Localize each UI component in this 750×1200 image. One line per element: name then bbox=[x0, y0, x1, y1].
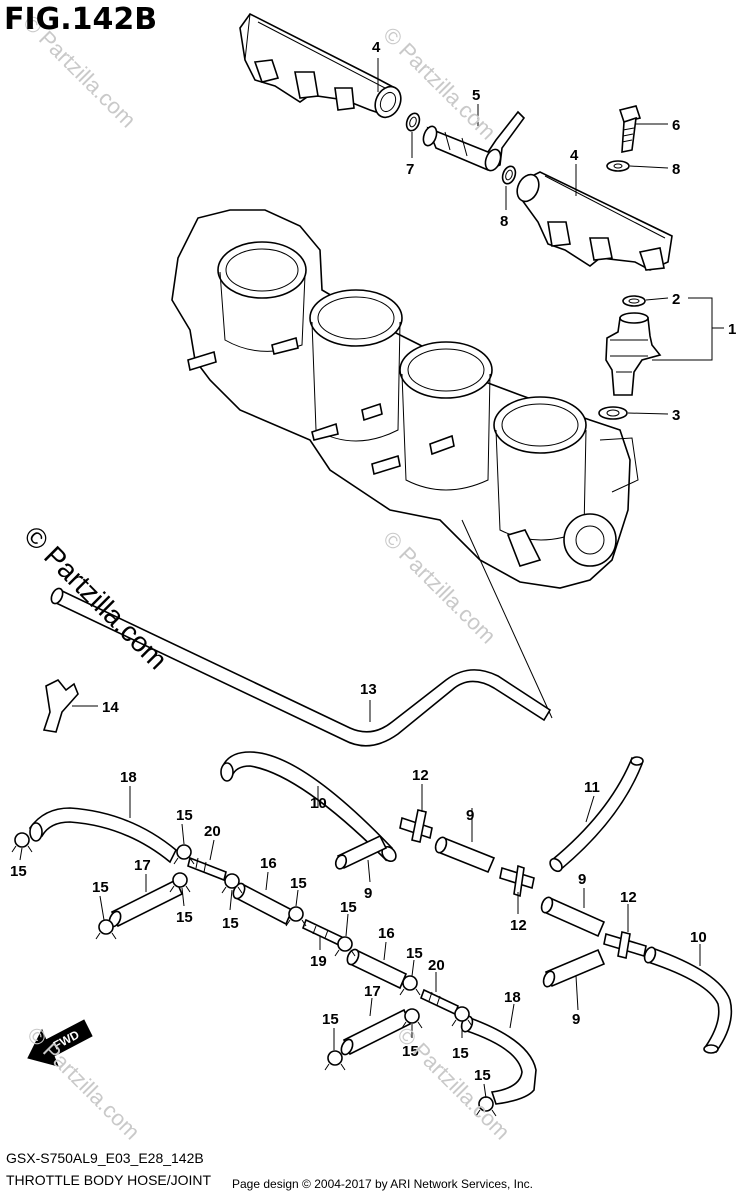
hose-17-a[interactable] bbox=[107, 878, 184, 928]
clamp-15-i[interactable] bbox=[401, 1008, 423, 1029]
callout-15: 15 bbox=[92, 879, 109, 896]
bolt[interactable] bbox=[618, 105, 642, 153]
hose-clip-14[interactable] bbox=[42, 678, 79, 733]
callout-3: 3 bbox=[672, 407, 680, 424]
clamp-15-j[interactable] bbox=[451, 1006, 473, 1027]
fuel-injector[interactable] bbox=[605, 312, 662, 396]
joint-12-c[interactable] bbox=[603, 931, 647, 959]
hose-10-right[interactable] bbox=[643, 946, 733, 1054]
callout-4: 4 bbox=[570, 147, 579, 164]
callout-17: 17 bbox=[364, 983, 381, 1000]
throttle-body-assembly[interactable] bbox=[171, 209, 639, 589]
callout-15: 15 bbox=[176, 807, 193, 824]
joint-20-b[interactable] bbox=[419, 988, 460, 1016]
clamp-15-f[interactable] bbox=[285, 906, 307, 927]
callout-13: 13 bbox=[360, 681, 377, 698]
callout-15: 15 bbox=[340, 899, 357, 916]
callout-1: 1 bbox=[728, 321, 736, 338]
callout-15: 15 bbox=[452, 1045, 469, 1062]
section-name: THROTTLE BODY HOSE/JOINT bbox=[6, 1172, 212, 1188]
clamp-15-h[interactable] bbox=[399, 975, 421, 996]
o-ring-upper[interactable] bbox=[404, 111, 421, 132]
callout-14: 14 bbox=[102, 699, 119, 716]
callout-18: 18 bbox=[120, 769, 137, 786]
callout-labels: 4 5 6 7 4 8 8 2 1 3 13 14 18 12 11 10 9 … bbox=[10, 39, 736, 1084]
clamp-15-d[interactable] bbox=[221, 873, 243, 894]
joint-20-a[interactable] bbox=[187, 856, 227, 882]
callout-12: 12 bbox=[412, 767, 429, 784]
copyright: Page design © 2004-2017 by ARI Network S… bbox=[232, 1177, 534, 1191]
hose-11[interactable] bbox=[548, 756, 644, 874]
clamp-15-e[interactable] bbox=[95, 919, 117, 940]
callout-15: 15 bbox=[176, 909, 193, 926]
hose-16-b[interactable] bbox=[345, 948, 408, 990]
hose-9-d[interactable] bbox=[542, 948, 606, 988]
callout-8: 7 bbox=[406, 161, 414, 178]
callout-11: 11 bbox=[584, 779, 600, 796]
callout-6: 6 bbox=[672, 117, 680, 134]
callout-19: 19 bbox=[310, 953, 327, 970]
callout-8: 8 bbox=[500, 213, 508, 230]
callout-16: 16 bbox=[260, 855, 277, 872]
clamp-15-k[interactable] bbox=[324, 1050, 346, 1071]
seal-2[interactable] bbox=[622, 295, 646, 307]
callout-16: 16 bbox=[378, 925, 395, 942]
hose-18-a[interactable] bbox=[28, 807, 178, 864]
callout-10: 10 bbox=[690, 929, 707, 946]
callout-15: 15 bbox=[402, 1043, 419, 1060]
hose-10-upper[interactable] bbox=[220, 751, 399, 864]
callout-15: 15 bbox=[290, 875, 307, 892]
callout-15: 15 bbox=[406, 945, 423, 962]
hose-16-a[interactable] bbox=[231, 882, 294, 926]
callout-15: 15 bbox=[322, 1011, 339, 1028]
callout-20: 20 bbox=[204, 823, 221, 840]
o-ring-lower[interactable] bbox=[500, 164, 517, 185]
callout-12: 12 bbox=[510, 917, 527, 934]
joint-12-a[interactable] bbox=[399, 809, 433, 843]
callout-15: 15 bbox=[222, 915, 239, 932]
callout-20: 20 bbox=[428, 957, 445, 974]
model-code: GSX-S750AL9_E03_E28_142B bbox=[6, 1150, 204, 1166]
callout-9: 9 bbox=[466, 807, 474, 824]
callout-2: 2 bbox=[672, 291, 680, 308]
leader-line-throttle-body bbox=[461, 519, 553, 719]
hose-9-a[interactable] bbox=[434, 836, 496, 874]
washer[interactable] bbox=[606, 160, 630, 172]
callout-9: 9 bbox=[364, 885, 372, 902]
callout-17: 17 bbox=[134, 857, 151, 874]
joint-12-b[interactable] bbox=[499, 864, 535, 898]
clamp-15-l[interactable] bbox=[475, 1096, 497, 1117]
fuel-rail-joint[interactable] bbox=[421, 110, 526, 173]
callout-5: 5 bbox=[472, 87, 480, 104]
hose-17-b[interactable] bbox=[339, 1008, 412, 1056]
callout-9: 9 bbox=[578, 871, 586, 888]
callout-9: 9 bbox=[572, 1011, 580, 1028]
callout-4: 4 bbox=[372, 39, 381, 56]
fuel-rail-upper[interactable] bbox=[239, 12, 406, 122]
callout-15: 15 bbox=[474, 1067, 491, 1084]
hose-9-b[interactable] bbox=[334, 834, 388, 870]
hose-13[interactable] bbox=[49, 587, 552, 747]
callout-12: 12 bbox=[620, 889, 637, 906]
clamp-15-c[interactable] bbox=[169, 872, 191, 893]
clamp-15-a[interactable] bbox=[11, 832, 33, 853]
hose-9-c[interactable] bbox=[540, 896, 606, 938]
callout-18: 18 bbox=[504, 989, 521, 1006]
clamp-15-g[interactable] bbox=[334, 936, 356, 957]
callout-7: 8 bbox=[672, 161, 680, 178]
clamp-15-b[interactable] bbox=[173, 844, 195, 865]
figure-title: FIG.142B bbox=[4, 2, 158, 37]
callout-15: 15 bbox=[10, 863, 27, 880]
leader-lines bbox=[19, 58, 724, 1099]
seal-3[interactable] bbox=[598, 406, 628, 420]
fuel-rail-lower[interactable] bbox=[513, 171, 673, 271]
callout-10: 10 bbox=[310, 795, 327, 812]
